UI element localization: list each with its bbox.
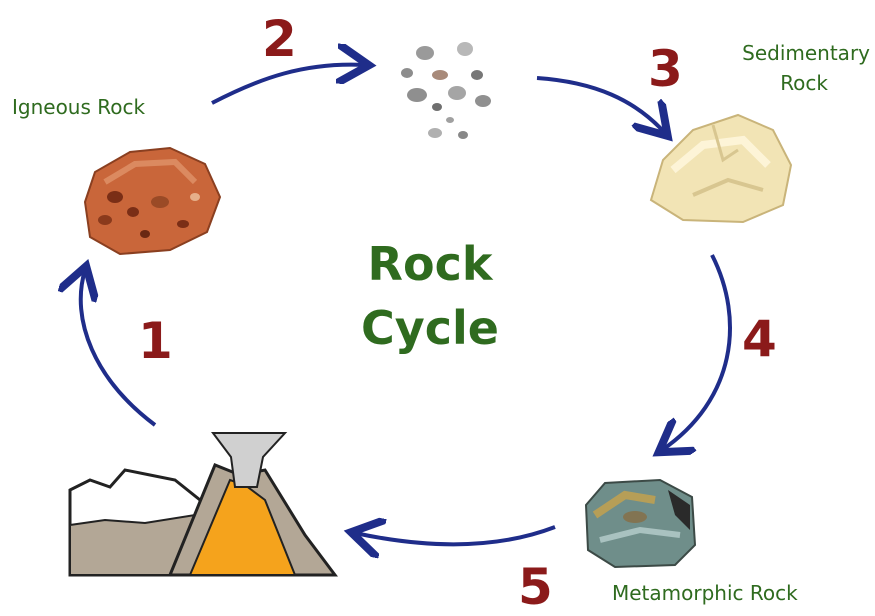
label-sedimentary-line-1: Sedimentary [718,38,870,68]
label-sedimentary-line-2: Rock [718,68,870,98]
label-metamorphic-rock: Metamorphic Rock [612,578,798,608]
diagram-title: Rock Cycle [310,232,550,360]
label-sedimentary-rock: Sedimentary Rock [718,38,870,98]
arrow-5 [355,527,555,544]
sedimentary-rock-image [643,110,793,225]
step-number-5: 5 [518,560,553,614]
volcano-image [65,425,355,580]
step-number-1: 1 [138,314,173,368]
title-line-1: Rock [310,232,550,296]
sediment-pebbles-image [395,35,505,145]
igneous-rock-image [75,142,225,257]
metamorphic-rock-image [580,475,700,570]
arrow-2 [212,65,365,103]
step-number-4: 4 [742,312,777,366]
step-number-2: 2 [262,12,297,66]
title-line-2: Cycle [310,296,550,360]
step-number-3: 3 [648,42,683,96]
label-igneous-rock: Igneous Rock [12,92,145,122]
arrow-4 [662,255,730,450]
